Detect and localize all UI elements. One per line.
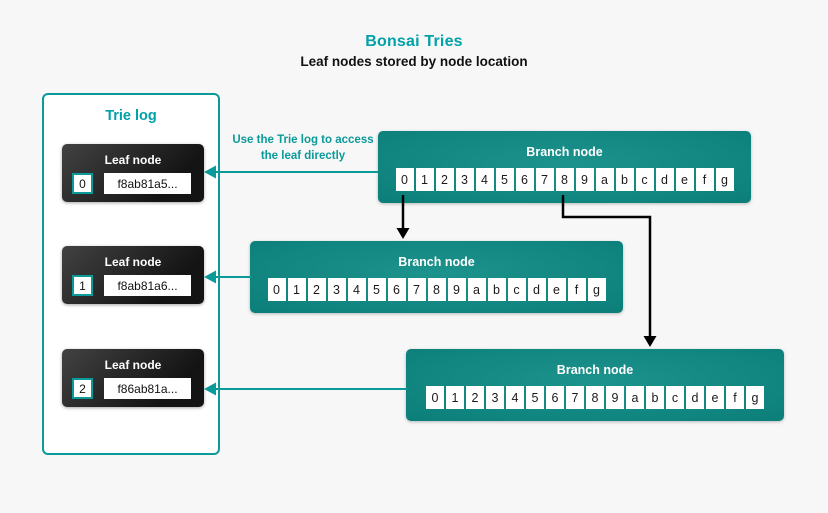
branch-cell: c (635, 168, 654, 191)
branch-cell: a (595, 168, 614, 191)
leaf-node-row: 0 f8ab81a5... (72, 173, 204, 194)
branch-cell: 7 (407, 278, 426, 301)
branch-cell: g (715, 168, 734, 191)
branch-cell: e (675, 168, 694, 191)
trie-log-title: Trie log (105, 108, 157, 124)
branch-cell: e (547, 278, 566, 301)
branch-cell: b (646, 386, 664, 409)
leaf-node-card-1: Leaf node 1 f8ab81a6... (62, 246, 204, 304)
leaf-node-label: Leaf node (104, 153, 162, 167)
branch-cell: g (587, 278, 606, 301)
leaf-index-cell: 1 (72, 275, 93, 296)
branch-cell: a (467, 278, 486, 301)
branch-cell: 3 (486, 386, 504, 409)
arrow-branch2-to-leaf2 (204, 382, 407, 396)
branch-cell: 5 (367, 278, 386, 301)
branch-cell: 9 (606, 386, 624, 409)
branch-cell: 8 (427, 278, 446, 301)
branch-cell: 6 (387, 278, 406, 301)
branch-node-title: Branch node (398, 255, 475, 269)
branch-cell: g (746, 386, 764, 409)
leaf-index-cell: 0 (72, 173, 93, 194)
branch-cell: c (507, 278, 526, 301)
branch-cell: f (695, 168, 714, 191)
leaf-hash-value: f8ab81a5... (104, 173, 191, 194)
diagram-title: Bonsai Tries (365, 33, 463, 50)
diagram-header: Bonsai Tries Leaf nodes stored by node l… (0, 33, 828, 69)
branch-cell: b (615, 168, 634, 191)
branch-cell: 0 (426, 386, 444, 409)
branch-cell: d (686, 386, 704, 409)
branch-cell: 4 (506, 386, 524, 409)
branch-cell: 6 (546, 386, 564, 409)
arrow-branch0-to-leaf0 (204, 165, 378, 179)
branch-cell: 2 (466, 386, 484, 409)
branch-cell: 4 (475, 168, 494, 191)
annotation-text: Use the Trie log to access the leaf dire… (232, 134, 374, 163)
leaf-node-card-0: Leaf node 0 f8ab81a5... (62, 144, 204, 202)
branch-cell: 9 (575, 168, 594, 191)
leaf-node-row: 1 f8ab81a6... (72, 275, 204, 296)
branch-cell: 0 (267, 278, 286, 301)
branch-cell: 6 (515, 168, 534, 191)
leaf-node-row: 2 f86ab81a... (72, 378, 204, 399)
branch-cell: d (527, 278, 546, 301)
leaf-node-label: Leaf node (104, 255, 162, 269)
leaf-hash-value: f8ab81a6... (104, 275, 191, 296)
branch-node-title: Branch node (526, 145, 603, 159)
branch-cell: 1 (446, 386, 464, 409)
branch-cell: 8 (555, 168, 574, 191)
branch-cell: b (487, 278, 506, 301)
branch-cell: 4 (347, 278, 366, 301)
branch-cell: 2 (435, 168, 454, 191)
branch-cell: f (726, 386, 744, 409)
branch-cell: 3 (327, 278, 346, 301)
branch-cell: 5 (526, 386, 544, 409)
branch-cell: c (666, 386, 684, 409)
branch-cell: 0 (395, 168, 414, 191)
branch-cell: 5 (495, 168, 514, 191)
leaf-index-cell: 2 (72, 378, 93, 399)
branch-cell: 3 (455, 168, 474, 191)
branch-cell: f (567, 278, 586, 301)
branch-cell: e (706, 386, 724, 409)
branch-cell: 7 (566, 386, 584, 409)
branch-node-title: Branch node (556, 363, 634, 377)
leaf-node-label: Leaf node (104, 358, 162, 372)
diagram-subtitle: Leaf nodes stored by node location (300, 54, 528, 69)
branch-cell: d (655, 168, 674, 191)
leaf-hash-value: f86ab81a... (104, 378, 191, 399)
branch-cell: 2 (307, 278, 326, 301)
branch-cell: 1 (287, 278, 306, 301)
branch-cell: 8 (586, 386, 604, 409)
branch-cell: 7 (535, 168, 554, 191)
leaf-node-card-2: Leaf node 2 f86ab81a... (62, 349, 204, 407)
branch-cell: a (626, 386, 644, 409)
branch-cell: 9 (447, 278, 466, 301)
branch-cell: 1 (415, 168, 434, 191)
